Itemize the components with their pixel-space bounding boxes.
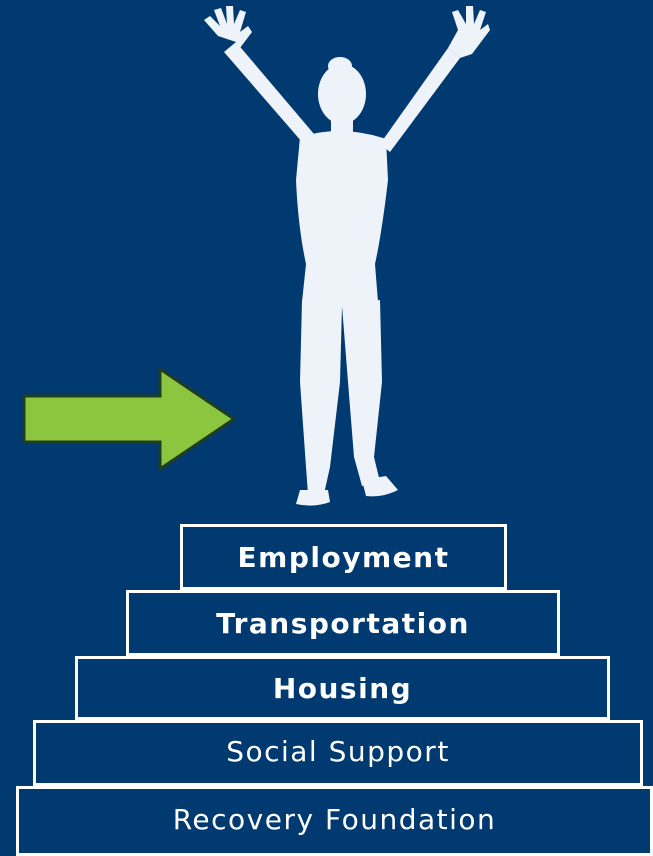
step-label-housing: Housing bbox=[272, 671, 413, 705]
step-employment: Employment bbox=[180, 524, 507, 590]
step-label-recovery-foundation: Recovery Foundation bbox=[172, 802, 497, 836]
step-label-social-support: Social Support bbox=[226, 734, 450, 768]
step-housing: Housing bbox=[75, 656, 610, 720]
step-label-employment: Employment bbox=[237, 540, 450, 574]
step-label-transportation: Transportation bbox=[216, 606, 470, 640]
right-arrow-icon bbox=[22, 366, 237, 472]
step-recovery-foundation: Recovery Foundation bbox=[16, 786, 653, 856]
step-social-support: Social Support bbox=[33, 720, 643, 786]
step-transportation: Transportation bbox=[126, 590, 560, 656]
person-celebrating-icon bbox=[204, 6, 490, 506]
